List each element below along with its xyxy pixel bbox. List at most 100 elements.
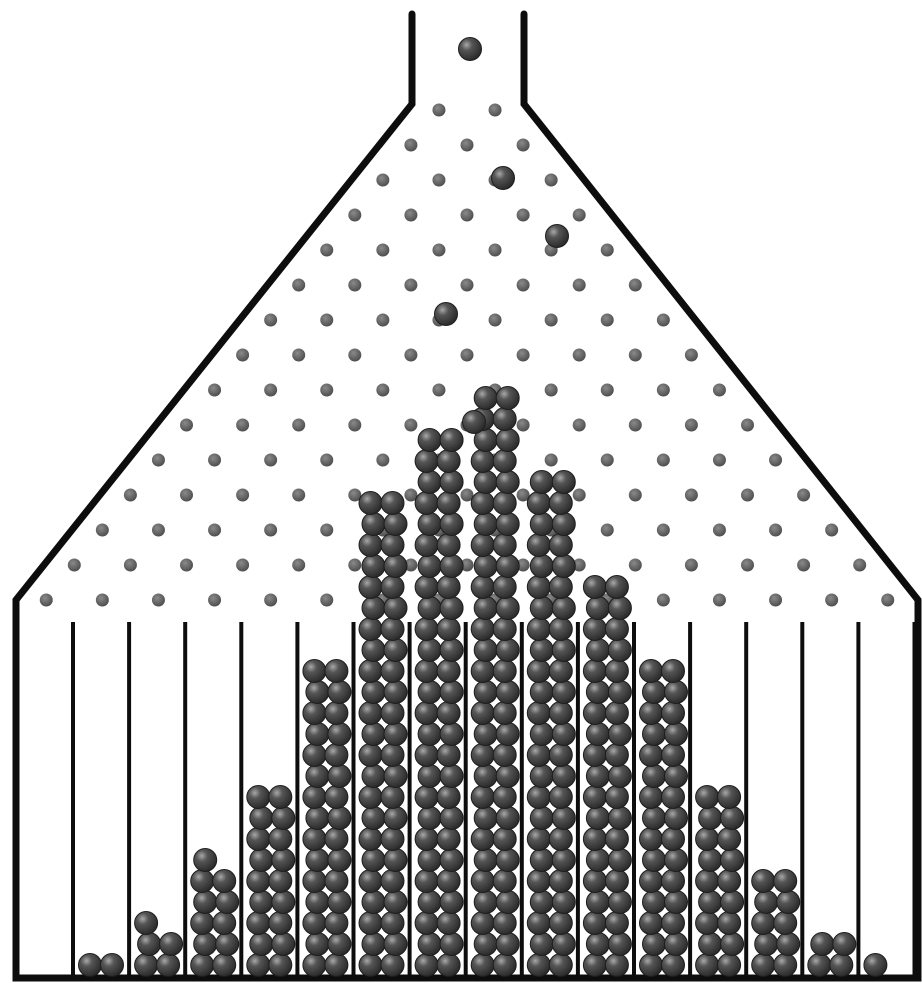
stacked-ball [493, 828, 516, 851]
stacked-ball [586, 597, 609, 620]
stacked-ball [471, 828, 494, 851]
stacked-ball [493, 660, 516, 683]
stacked-ball [496, 933, 519, 956]
stacked-ball [583, 828, 606, 851]
stacked-ball [774, 912, 797, 935]
peg [685, 419, 698, 432]
stacked-ball [269, 870, 292, 893]
stacked-ball [415, 954, 438, 977]
stacked-ball [437, 954, 460, 977]
stacked-ball [359, 492, 382, 515]
stacked-ball [721, 849, 744, 872]
peg [208, 384, 221, 397]
peg [236, 559, 249, 572]
stacked-ball [643, 849, 666, 872]
stacked-ball [605, 870, 628, 893]
stacked-ball [640, 912, 663, 935]
peg [573, 279, 586, 292]
stacked-ball [696, 786, 719, 809]
stacked-ball [381, 954, 404, 977]
stacked-ball [272, 933, 295, 956]
stacked-ball [552, 807, 575, 830]
stacked-ball [530, 891, 553, 914]
stacked-ball [306, 723, 329, 746]
stacked-ball [325, 828, 348, 851]
stacked-ball [381, 618, 404, 641]
stacked-ball [643, 807, 666, 830]
stacked-ball [549, 660, 572, 683]
stacked-ball [640, 828, 663, 851]
stacked-ball [586, 849, 609, 872]
peg [264, 314, 277, 327]
peg [629, 419, 642, 432]
stacked-ball [415, 702, 438, 725]
stacked-ball [216, 933, 239, 956]
peg [685, 559, 698, 572]
peg [376, 454, 389, 467]
stacked-ball [811, 933, 834, 956]
stacked-ball [662, 786, 685, 809]
stacked-ball [549, 702, 572, 725]
stacked-ball [493, 450, 516, 473]
stacked-ball [549, 912, 572, 935]
stacked-ball [437, 534, 460, 557]
stacked-ball [696, 828, 719, 851]
stacked-ball [493, 954, 516, 977]
stacked-ball [303, 912, 326, 935]
stacked-ball [328, 891, 351, 914]
stacked-ball [437, 618, 460, 641]
stacked-ball [381, 786, 404, 809]
stacked-ball [552, 471, 575, 494]
stacked-ball [586, 765, 609, 788]
peg [40, 594, 53, 607]
stacked-ball [640, 702, 663, 725]
stacked-ball [303, 828, 326, 851]
stacked-ball [306, 765, 329, 788]
stacked-ball [474, 471, 497, 494]
stacked-ball [474, 597, 497, 620]
peg [348, 559, 361, 572]
stacked-ball [530, 513, 553, 536]
stacked-ball [437, 912, 460, 935]
stacked-ball [608, 639, 631, 662]
stacked-ball [440, 891, 463, 914]
stacked-ball [381, 492, 404, 515]
stacked-ball [665, 765, 688, 788]
stacked-ball [216, 891, 239, 914]
peg [573, 489, 586, 502]
peg [376, 244, 389, 257]
stacked-ball [527, 534, 550, 557]
stacked-ball [328, 849, 351, 872]
stacked-ball [530, 555, 553, 578]
stacked-ball [527, 870, 550, 893]
stacked-ball [549, 534, 572, 557]
stacked-ball [608, 597, 631, 620]
stacked-ball [665, 723, 688, 746]
falling-ball [492, 167, 515, 190]
stacked-ball [328, 723, 351, 746]
stacked-ball [384, 597, 407, 620]
stacked-ball [527, 954, 550, 977]
stacked-ball [138, 933, 161, 956]
stacked-ball [418, 891, 441, 914]
stacked-ball [384, 639, 407, 662]
stacked-ball [496, 681, 519, 704]
stacked-ball [530, 849, 553, 872]
stacked-ball [752, 912, 775, 935]
falling-ball [463, 411, 486, 434]
stacked-ball [474, 681, 497, 704]
peg [685, 489, 698, 502]
stacked-ball [496, 723, 519, 746]
peg [517, 209, 530, 222]
stacked-ball [359, 702, 382, 725]
stacked-ball [415, 534, 438, 557]
stacked-ball [415, 912, 438, 935]
peg [517, 419, 530, 432]
stacked-ball [662, 912, 685, 935]
stacked-ball [213, 870, 236, 893]
stacked-ball [437, 786, 460, 809]
stacked-ball [752, 870, 775, 893]
stacked-ball [493, 912, 516, 935]
stacked-ball [440, 807, 463, 830]
stacked-ball [493, 534, 516, 557]
